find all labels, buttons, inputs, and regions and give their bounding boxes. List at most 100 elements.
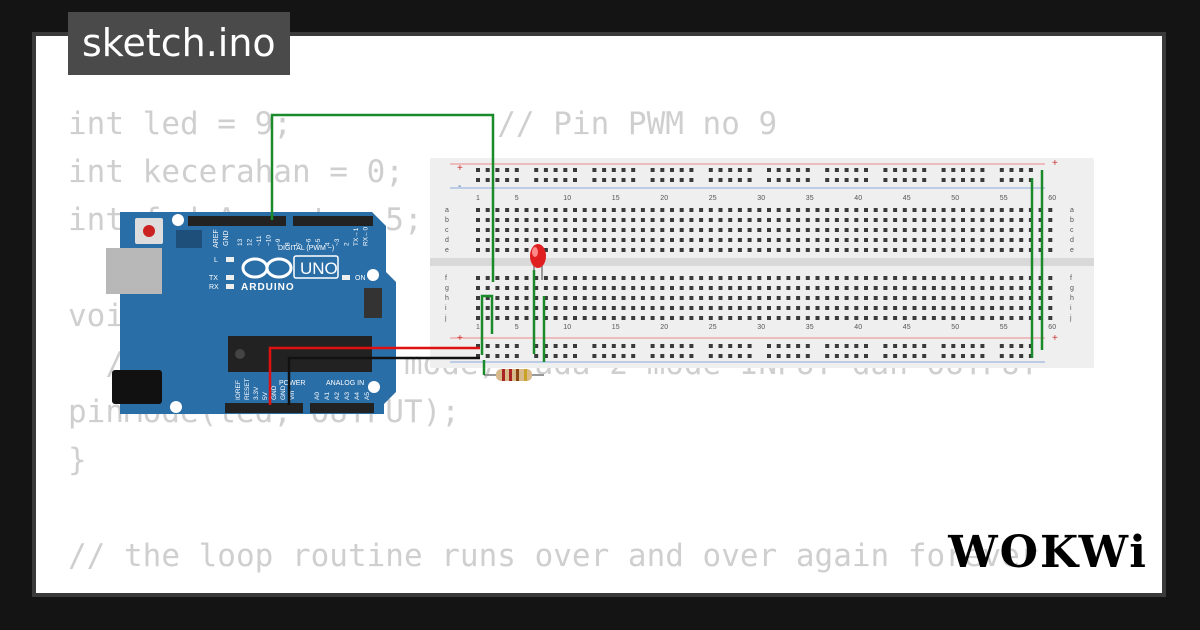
- code-line: int led = 9; // Pin PWM no 9: [68, 106, 778, 142]
- label-l: L: [214, 257, 218, 264]
- header-digital-high: [188, 216, 286, 226]
- column-number: 1: [476, 324, 480, 331]
- row-label: h: [445, 295, 449, 302]
- usb-port: [106, 248, 162, 294]
- rail-plus: +: [1052, 158, 1058, 169]
- digital-pin-label: 13: [237, 238, 244, 246]
- header-power: [225, 403, 303, 413]
- label-aref: AREF: [213, 229, 220, 248]
- analog-pin-label: A5: [364, 392, 371, 400]
- row-label: a: [1070, 207, 1074, 214]
- digital-pin-label: ~3: [334, 238, 341, 246]
- row-label: d: [1070, 237, 1074, 244]
- digital-pin-label: ~6: [306, 238, 313, 246]
- analog-pin-label: A1: [324, 392, 331, 400]
- power-pin-label: IOREF: [235, 380, 242, 400]
- rail-minus: -: [458, 181, 461, 192]
- rail-plus: +: [457, 163, 463, 174]
- label-gnd: GND: [223, 230, 230, 246]
- analog-pin-label: A2: [334, 392, 341, 400]
- red-led[interactable]: [530, 244, 546, 280]
- header-analog: [310, 403, 374, 413]
- row-label: a: [445, 207, 449, 214]
- digital-pin-label: RX←0: [363, 226, 370, 246]
- label-digital: DIGITAL (PWM ~): [278, 245, 334, 252]
- label-tx: TX: [209, 275, 218, 282]
- column-number: 35: [806, 195, 814, 202]
- header-digital-low: [293, 216, 373, 226]
- power-pin-label: GND: [280, 385, 287, 400]
- column-number: 20: [660, 324, 668, 331]
- column-number: 5: [515, 324, 519, 331]
- column-number: 40: [854, 324, 862, 331]
- analog-pin-label: A0: [314, 392, 321, 400]
- column-number: 50: [951, 195, 959, 202]
- digital-pin-label: TX→1: [353, 227, 360, 246]
- column-number: 60: [1048, 195, 1056, 202]
- power-pin-label: 3.3V: [253, 386, 260, 400]
- rail-plus: +: [457, 333, 463, 344]
- column-number: 25: [709, 324, 717, 331]
- power-pin-label: GND: [271, 385, 278, 400]
- digital-pin-label: ~10: [266, 235, 273, 246]
- file-title: sketch.ino: [68, 12, 290, 75]
- column-number: 55: [1000, 195, 1008, 202]
- column-number: 30: [757, 195, 765, 202]
- digital-pin-label: 2: [344, 242, 351, 246]
- wokwi-logo: WOKWi: [948, 527, 1148, 578]
- label-rx: RX: [209, 284, 219, 291]
- wire-gnd: [287, 356, 480, 405]
- row-label: g: [445, 285, 449, 292]
- code-line: int kecerahan = 0;: [68, 154, 404, 190]
- column-number: 20: [660, 195, 668, 202]
- row-label: g: [1070, 285, 1074, 292]
- column-number: 5: [515, 195, 519, 202]
- digital-pin-label: ~5: [315, 238, 322, 246]
- breadboard-holes: [476, 168, 1053, 358]
- label-model: UNO: [300, 259, 338, 278]
- label-brand: ARDUINO: [241, 282, 295, 293]
- digital-pin-label: ~11: [256, 235, 263, 246]
- column-number: 10: [563, 195, 571, 202]
- row-label: j: [1069, 315, 1072, 322]
- column-number: 45: [903, 324, 911, 331]
- wire-green-a: [480, 294, 494, 355]
- column-number: 15: [612, 195, 620, 202]
- label-power: POWER: [279, 380, 305, 387]
- rail-plus: +: [1052, 333, 1058, 344]
- label-analog: ANALOG IN: [326, 380, 364, 387]
- row-label: b: [445, 217, 449, 224]
- power-pin-label: Vin: [289, 390, 296, 400]
- analog-pin-label: A3: [344, 392, 351, 400]
- digital-pin-label: 12: [247, 238, 254, 246]
- row-label: d: [445, 237, 449, 244]
- wires: [268, 113, 1044, 405]
- analog-pin-label: A4: [354, 392, 361, 400]
- resistor[interactable]: [484, 369, 544, 381]
- code-line: // the loop routine runs over and over a…: [68, 538, 1058, 574]
- column-number: 10: [563, 324, 571, 331]
- column-number: 40: [854, 195, 862, 202]
- column-number: 15: [612, 324, 620, 331]
- column-number: 1: [476, 195, 480, 202]
- power-pin-label: RESET: [244, 378, 251, 400]
- power-jack: [112, 370, 162, 404]
- digital-pin-label: 8: [285, 242, 292, 246]
- power-pin-label: 5V: [262, 391, 269, 400]
- row-label: h: [1070, 295, 1074, 302]
- row-label: c: [1070, 227, 1074, 234]
- row-label: j: [444, 315, 447, 322]
- atmega-chip: [228, 336, 372, 372]
- row-label: c: [445, 227, 449, 234]
- column-number: 60: [1048, 324, 1056, 331]
- column-number: 35: [806, 324, 814, 331]
- wire-pin9: [270, 113, 495, 282]
- digital-pin-label: 4: [325, 242, 332, 246]
- column-number: 30: [757, 324, 765, 331]
